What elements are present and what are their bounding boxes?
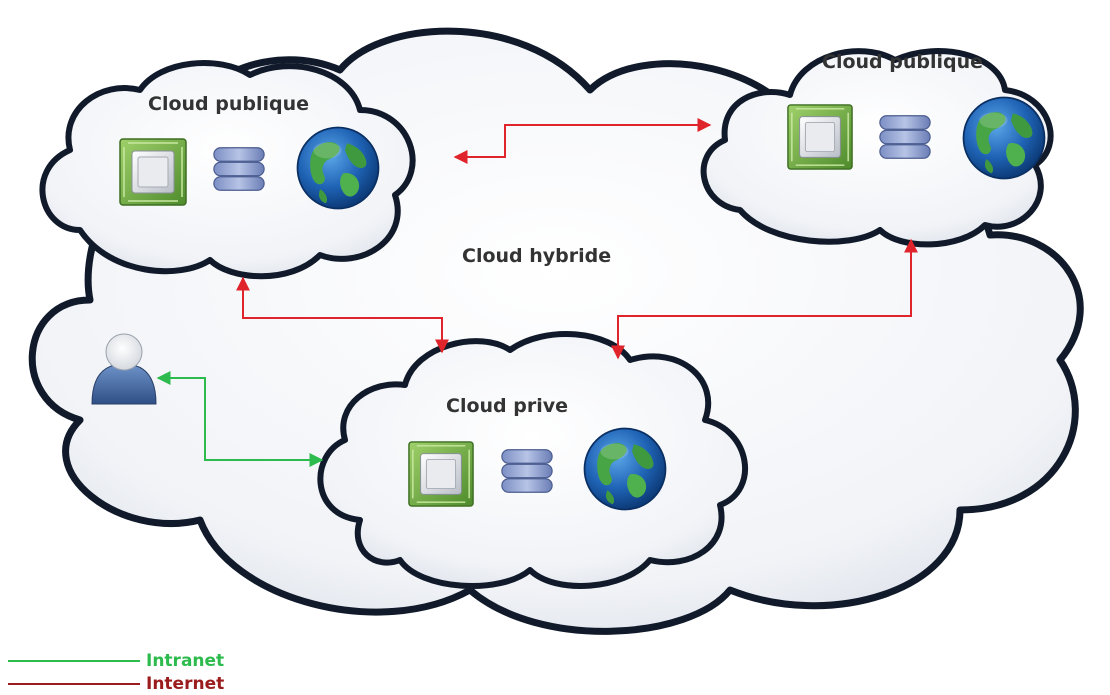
server-icon — [408, 441, 474, 507]
database-icon — [213, 147, 265, 191]
globe-icon — [296, 126, 380, 210]
intranet-links — [156, 371, 324, 467]
private-cloud-label: Cloud prive — [446, 395, 568, 417]
link-public-left-to-private — [236, 276, 449, 354]
database-icon — [879, 115, 931, 159]
legend-intranet-label: Intranet — [146, 651, 224, 671]
link-public-right-to-private — [611, 238, 918, 360]
server-icon — [787, 104, 853, 170]
server-icon — [119, 138, 187, 206]
public-cloud-right-label: Cloud publique — [822, 51, 983, 73]
public-cloud-left-label: Cloud publique — [148, 93, 309, 115]
user-icon — [91, 333, 157, 405]
legend-internet-label: Internet — [146, 674, 224, 694]
globe-icon — [962, 96, 1046, 180]
legend: Intranet Internet — [8, 651, 224, 694]
globe-icon — [583, 427, 667, 511]
database-icon — [501, 449, 553, 493]
link-user-to-private — [156, 371, 324, 467]
link-public-left-to-public-right — [453, 118, 712, 164]
hybrid-cloud-label: Cloud hybride — [462, 245, 611, 267]
internet-links — [236, 118, 918, 360]
